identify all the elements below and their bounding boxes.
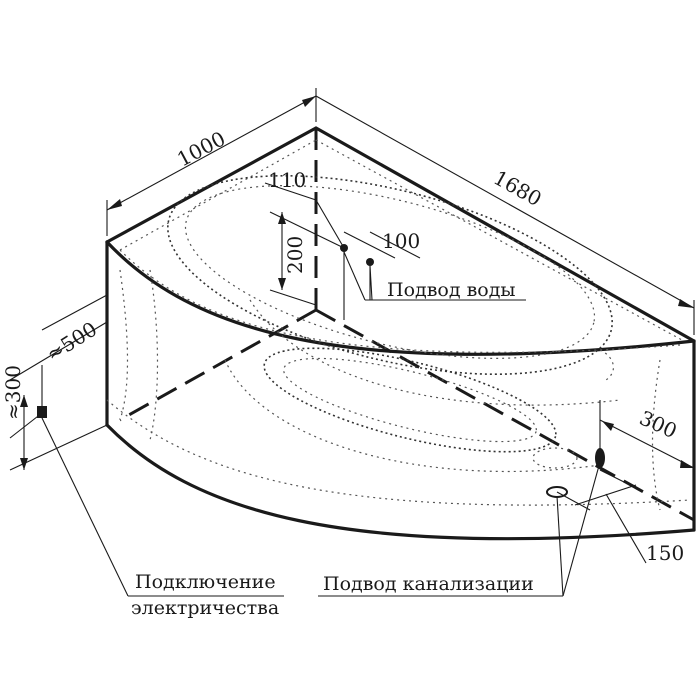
callout-drain: Подвод канализации	[323, 573, 534, 595]
callout-water-supply: Подвод воды	[387, 279, 516, 301]
dimension-1680	[315, 95, 695, 335]
dimension-label-300-height: ≈300	[1, 365, 25, 420]
water-supply-dims	[264, 182, 526, 320]
basin-details	[106, 139, 691, 511]
drain-dims	[318, 400, 695, 597]
dimension-label-150: 150	[646, 541, 684, 565]
dimension-label-200: 200	[283, 236, 307, 274]
dimension-label-100: 100	[382, 229, 420, 253]
dimension-1000	[106, 88, 317, 236]
dimension-label-1680: 1680	[490, 165, 546, 211]
dimension-label-500: ≈500	[42, 317, 101, 366]
dimension-label-300-offset: 300	[636, 406, 681, 443]
dimension-label-110: 110	[268, 168, 306, 192]
tub-outline	[105, 126, 696, 541]
callout-electric-line1: Подключение	[135, 571, 276, 593]
callout-electric-line2: электричества	[131, 597, 279, 619]
dimension-label-1000: 1000	[173, 126, 229, 171]
electric-dims	[9, 294, 284, 597]
